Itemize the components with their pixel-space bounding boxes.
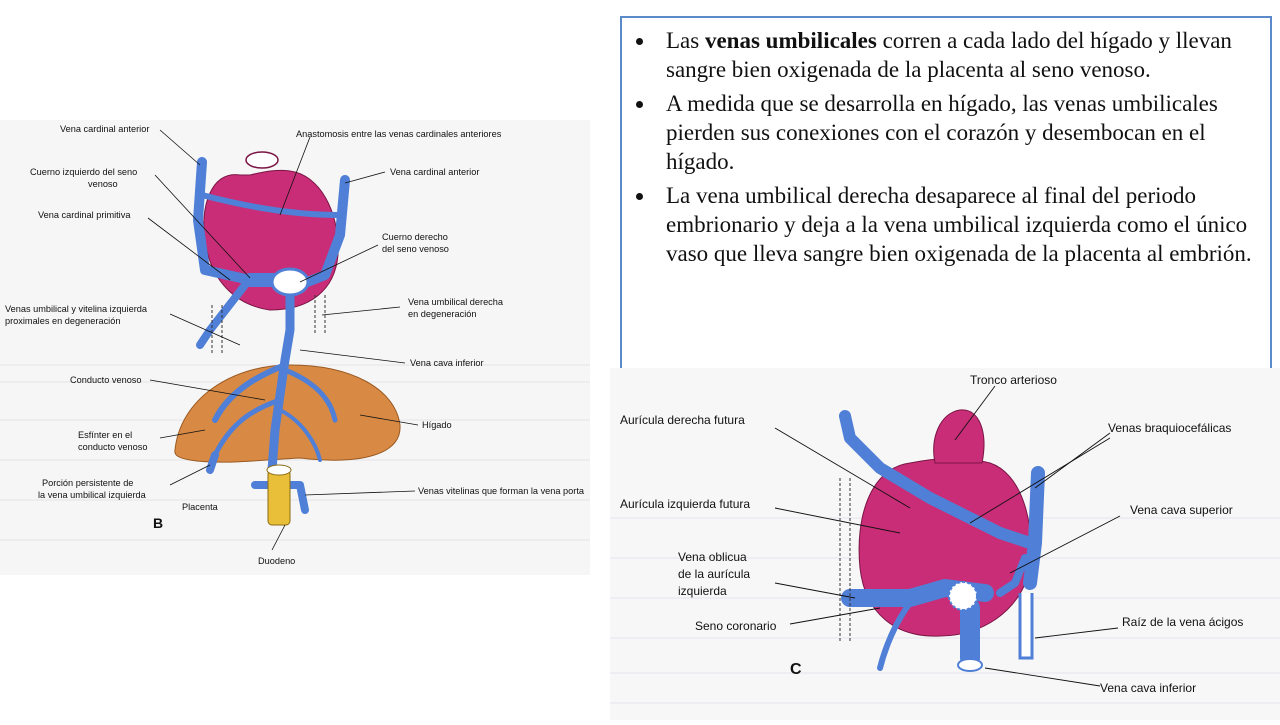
label-esfinter-2: conducto venoso bbox=[78, 442, 147, 452]
acigos-root bbox=[1018, 593, 1034, 660]
figure-c-diagram: Tronco arterioso Aurícula derecha futura… bbox=[610, 373, 1280, 704]
figure-b-embryo-venous-system: Vena cardinal anterior Anastomosis entre… bbox=[0, 120, 590, 575]
leader-lines-b bbox=[147, 129, 419, 551]
label-cuerno-izquierdo-2: venoso bbox=[88, 179, 118, 189]
duodenum-top bbox=[266, 464, 292, 476]
label-vena-oblicua-3: izquierda bbox=[678, 584, 727, 598]
figure-c-heart-veins: Tronco arterioso Aurícula derecha futura… bbox=[610, 368, 1280, 720]
ivc-opening bbox=[957, 658, 983, 672]
label-venas-vitelinas: Venas vitelinas que forman la vena porta bbox=[418, 486, 585, 496]
label-raiz-acigos: Raíz de la vena ácigos bbox=[1122, 615, 1243, 629]
label-venas-braquiocefalicas: Venas braquiocefálicas bbox=[1108, 421, 1231, 435]
label-vena-cava-inferior-c: Vena cava inferior bbox=[1100, 681, 1196, 695]
label-vena-cava-superior: Vena cava superior bbox=[1130, 503, 1233, 517]
label-placenta: Placenta bbox=[182, 502, 219, 512]
label-cuerno-derecho: Cuerno derecho bbox=[382, 232, 448, 242]
label-venas-umbilical-vitelina-2: proximales en degeneración bbox=[5, 316, 120, 326]
label-vena-umbilical-derecha: Vena umbilical derecha bbox=[408, 297, 504, 307]
coronary-sinus-opening bbox=[948, 581, 978, 611]
label-cuerno-derecho-2: del seno venoso bbox=[382, 244, 449, 254]
heart-shape-c bbox=[858, 458, 1032, 637]
heart-shape bbox=[203, 169, 339, 311]
bullet-item-2: A medida que se desarrolla en hígado, la… bbox=[656, 89, 1260, 176]
label-higado: Hígado bbox=[422, 420, 452, 430]
bullet-list: Las venas umbilicales corren a cada lado… bbox=[632, 26, 1260, 268]
heart-outflow bbox=[245, 151, 279, 169]
figure-b-diagram: Vena cardinal anterior Anastomosis entre… bbox=[0, 124, 590, 566]
label-vena-oblicua: Vena oblicua bbox=[678, 550, 747, 564]
label-vena-cardinal-primitiva: Vena cardinal primitiva bbox=[38, 210, 131, 220]
label-vena-cardinal-anterior-left: Vena cardinal anterior bbox=[60, 124, 149, 134]
label-vena-umbilical-derecha-2: en degeneración bbox=[408, 309, 476, 319]
right-horn-sinus-venosus bbox=[270, 267, 310, 297]
label-venas-umbilical-vitelina: Venas umbilical y vitelina izquierda bbox=[5, 304, 148, 314]
duodenum-shape bbox=[267, 469, 291, 526]
label-vena-oblicua-2: de la aurícula bbox=[678, 567, 750, 581]
label-cuerno-izquierdo: Cuerno izquierdo del seno bbox=[30, 167, 137, 177]
label-duodeno: Duodeno bbox=[258, 556, 295, 566]
bullet-item-3: La vena umbilical derecha desaparece al … bbox=[656, 181, 1260, 268]
label-esfinter: Esfínter en el bbox=[78, 430, 132, 440]
tronco-arterioso-shape bbox=[933, 409, 985, 464]
label-vena-cava-inferior-b: Vena cava inferior bbox=[410, 358, 484, 368]
degenerating-vessel-c bbox=[839, 478, 851, 643]
label-auricula-derecha: Aurícula derecha futura bbox=[620, 413, 745, 427]
label-conducto-venoso: Conducto venoso bbox=[70, 375, 142, 385]
label-tronco-arterioso: Tronco arterioso bbox=[970, 373, 1057, 387]
label-porcion-persistente-2: la vena umbilical izquierda bbox=[38, 490, 147, 500]
label-auricula-izquierda: Aurícula izquierda futura bbox=[620, 497, 750, 511]
leader-lines-c bbox=[774, 385, 1121, 687]
labels-figure-b: Vena cardinal anterior Anastomosis entre… bbox=[5, 124, 585, 566]
veins-figure-c bbox=[839, 410, 1045, 671]
panel-letter-b: B bbox=[153, 515, 163, 531]
label-vena-cardinal-anterior-right: Vena cardinal anterior bbox=[390, 167, 479, 177]
label-porcion-persistente: Porción persistente de bbox=[42, 478, 133, 488]
label-seno-coronario: Seno coronario bbox=[695, 619, 777, 633]
bullet-item-1: Las venas umbilicales corren a cada lado… bbox=[656, 26, 1260, 84]
label-anastomosis: Anastomosis entre las venas cardinales a… bbox=[296, 129, 502, 139]
panel-letter-c: C bbox=[790, 661, 802, 678]
labels-figure-c: Tronco arterioso Aurícula derecha futura… bbox=[620, 373, 1243, 695]
text-box: Las venas umbilicales corren a cada lado… bbox=[620, 16, 1272, 371]
